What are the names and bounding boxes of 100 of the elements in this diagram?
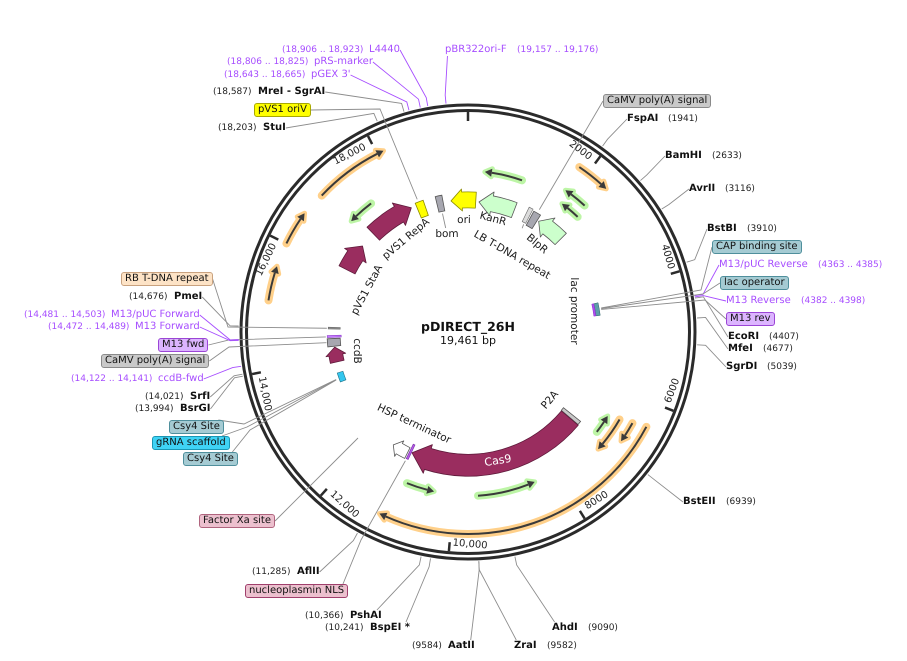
leader-line bbox=[376, 556, 422, 610]
site-position: (6939) bbox=[726, 496, 756, 508]
primer-label: ccdB-fwd bbox=[158, 373, 204, 385]
feature-tag: gRNA scaffold bbox=[152, 436, 230, 450]
site-position: (10,366) bbox=[305, 610, 344, 622]
leader-line bbox=[470, 560, 480, 640]
primer-position: (18,806 .. 18,825) bbox=[227, 56, 308, 68]
restriction-site-label: AatII bbox=[448, 640, 475, 652]
primer-label: M13/pUC Forward bbox=[111, 309, 200, 321]
feature-bar bbox=[520, 206, 534, 224]
leader-line bbox=[218, 379, 337, 424]
primer-position: (4363 .. 4385) bbox=[818, 259, 882, 271]
leader-line bbox=[647, 474, 684, 502]
feature-bar bbox=[326, 334, 342, 340]
leader-line bbox=[514, 556, 556, 622]
restriction-site-label: BspEI * bbox=[370, 622, 410, 634]
restriction-site-label: BsrGI bbox=[180, 403, 210, 415]
leader-line bbox=[600, 282, 720, 310]
primer-position: (14,472 .. 14,489) bbox=[48, 321, 130, 333]
feature-label: KanR bbox=[478, 210, 508, 228]
feature-tag: CaMV poly(A) signal bbox=[101, 354, 210, 368]
site-position: (5039) bbox=[767, 361, 797, 373]
restriction-site-label: MfeI bbox=[728, 343, 753, 355]
leader-line bbox=[538, 100, 604, 210]
leader-line bbox=[199, 326, 240, 342]
leader-line bbox=[199, 314, 240, 340]
leader-line bbox=[372, 62, 421, 108]
primer-label: M13 Forward bbox=[135, 321, 200, 333]
restriction-site-label: BamHI bbox=[665, 150, 702, 162]
primer-label: L4440 bbox=[369, 44, 400, 56]
leader-line bbox=[522, 224, 524, 229]
site-position: (4677) bbox=[763, 343, 793, 355]
feature-label: P2A bbox=[538, 388, 562, 412]
leader-line bbox=[285, 112, 378, 128]
leader-line bbox=[694, 296, 728, 338]
leader-line bbox=[324, 92, 404, 112]
scale-label: 14,000 bbox=[255, 376, 274, 412]
site-position: (11,285) bbox=[252, 566, 291, 578]
leader-line bbox=[232, 380, 337, 452]
feature-tag: M13 fwd bbox=[158, 338, 208, 352]
leader-line bbox=[350, 74, 410, 111]
feature-tag: pVS1 oriV bbox=[254, 103, 311, 117]
restriction-site-label: PshAI bbox=[350, 610, 382, 622]
site-position: (14,021) bbox=[145, 391, 184, 403]
site-position: (9584) bbox=[412, 640, 442, 652]
site-position: (14,676) bbox=[129, 291, 168, 303]
site-position: (18,587) bbox=[213, 86, 252, 98]
leader-line bbox=[342, 460, 406, 584]
site-position: (10,241) bbox=[325, 622, 364, 634]
site-position: (3910) bbox=[747, 223, 777, 235]
leader-line bbox=[208, 336, 326, 346]
leader-line bbox=[444, 56, 448, 104]
feature-block bbox=[326, 336, 342, 348]
primer-position: (14,481 .. 14,503) bbox=[24, 309, 106, 321]
restriction-site-label: AhdI bbox=[552, 622, 578, 634]
leader-line bbox=[694, 264, 720, 296]
restriction-site-label: SgrDI bbox=[726, 361, 758, 373]
site-position: (3116) bbox=[725, 183, 755, 195]
primer-label: pRS-marker bbox=[314, 56, 373, 68]
scale-label: 4000 bbox=[658, 243, 677, 271]
site-position: (1941) bbox=[668, 113, 698, 125]
plasmid-name: pDIRECT_26H bbox=[421, 321, 515, 333]
site-position: (4407) bbox=[769, 331, 799, 343]
leader-line bbox=[406, 558, 431, 622]
leader-line bbox=[400, 50, 428, 106]
plasmid-length: 19,461 bp bbox=[440, 335, 496, 347]
restriction-site-label: StuI bbox=[263, 122, 286, 134]
feature-tag: nucleoplasmin NLS bbox=[245, 584, 348, 598]
restriction-site-label: ZraI bbox=[514, 640, 537, 652]
primer-position: (14,122 .. 14,141) bbox=[71, 373, 152, 385]
feature-label: ori bbox=[457, 214, 471, 226]
feature-block bbox=[434, 194, 446, 214]
scale-label: 6000 bbox=[662, 376, 683, 405]
leader-line bbox=[222, 379, 337, 436]
leader-line bbox=[442, 213, 446, 228]
primer-label: M13 Reverse bbox=[726, 295, 791, 307]
primer-label: pBR322ori-F bbox=[445, 44, 507, 56]
leader-line bbox=[208, 342, 327, 362]
leader-line bbox=[203, 366, 242, 380]
primer-label: pGEX 3' bbox=[311, 69, 351, 81]
primer-label: M13/pUC Reverse bbox=[719, 259, 808, 271]
site-position: (2633) bbox=[712, 150, 742, 162]
leader-line bbox=[640, 156, 666, 181]
leader-line bbox=[694, 295, 726, 302]
leader-line bbox=[696, 344, 726, 368]
leader-line bbox=[602, 118, 628, 147]
leader-line bbox=[661, 188, 690, 210]
restriction-site-label: AflII bbox=[297, 566, 320, 578]
feature-tag: RB T-DNA repeat bbox=[121, 272, 213, 286]
leader-line bbox=[319, 532, 358, 572]
leader-line bbox=[696, 317, 728, 350]
site-position: (9582) bbox=[547, 640, 577, 652]
leader-line bbox=[212, 278, 328, 329]
feature-tag: M13 rev bbox=[726, 312, 774, 326]
restriction-site-label: FspAI bbox=[627, 113, 658, 125]
leader-line bbox=[210, 374, 243, 398]
restriction-site-label: BstBI bbox=[707, 223, 737, 235]
leader-line bbox=[274, 438, 358, 522]
site-position: (18,203) bbox=[218, 122, 257, 134]
scale-label: 10,000 bbox=[452, 538, 488, 552]
